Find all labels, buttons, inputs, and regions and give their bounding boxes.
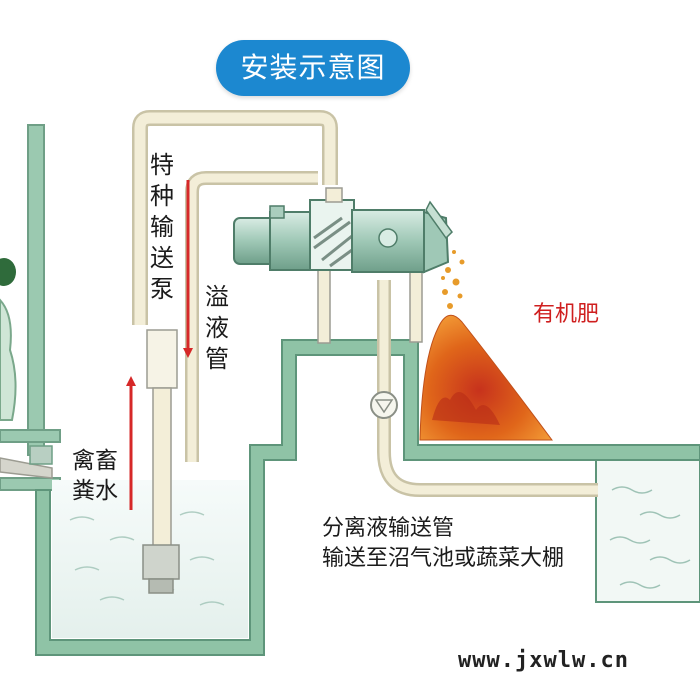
inlet-channel	[0, 477, 61, 491]
submersible-pump	[142, 544, 180, 580]
separated-pipe-label: 分离液输送管	[322, 516, 455, 541]
pump-column	[146, 329, 178, 389]
screw-separator	[233, 187, 453, 274]
check-valve	[370, 391, 398, 419]
overflow-pipe-label: 溢液管	[205, 283, 229, 373]
destination-label: 输送至沼气池或蔬菜大棚	[322, 546, 565, 571]
watermark-url: www.jxwlw.cn	[458, 648, 629, 673]
falling-solids	[441, 250, 465, 309]
diagram-title: 安装示意图	[216, 40, 410, 96]
organic-fertilizer-label: 有机肥	[533, 302, 600, 327]
right-tank-ripples	[609, 486, 691, 589]
right-water-tank	[595, 459, 700, 603]
inlet-ledge	[0, 429, 61, 443]
tank-wall	[35, 339, 700, 656]
inlet-grate	[29, 445, 53, 465]
flow-arrow-down	[183, 348, 193, 358]
left-edge-figure	[0, 258, 17, 421]
manure-water-label: 禽畜粪水	[72, 448, 118, 504]
pump-label: 特种输送泵	[150, 151, 174, 303]
left-wall-post	[27, 124, 45, 456]
flow-arrow-up	[126, 376, 136, 386]
